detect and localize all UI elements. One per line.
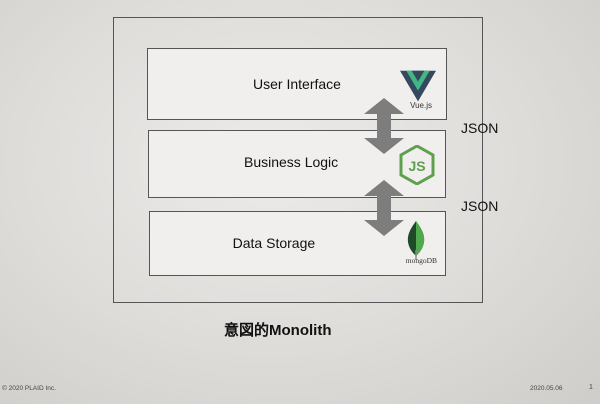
layer-label: Business Logic [243,154,339,170]
connection-label: JSON [461,120,499,136]
slide-date: 2020.05.06 [530,385,563,392]
page-number: 1 [589,384,593,391]
layer-label: Data Storage [232,234,316,251]
vuejs-icon [400,70,436,102]
nodejs-logo-text: JS [408,158,425,174]
layer-user-interface: User Interface Vue.js [147,48,447,120]
layer-label: User Interface [253,76,341,92]
double-arrow-icon [364,180,404,236]
mongodb-logo-text: mongoDB [405,256,437,265]
monolith-boundary [113,17,483,303]
vuejs-logo-text: Vue.js [410,101,432,110]
nodejs-icon: JS [399,145,435,185]
double-arrow-icon [364,98,404,154]
diagram-caption: 意図的Monolith [224,322,332,339]
connection-label: JSON [461,198,499,214]
copyright-text: © 2020 PLAID Inc. [2,385,56,392]
mongodb-icon [407,221,425,260]
